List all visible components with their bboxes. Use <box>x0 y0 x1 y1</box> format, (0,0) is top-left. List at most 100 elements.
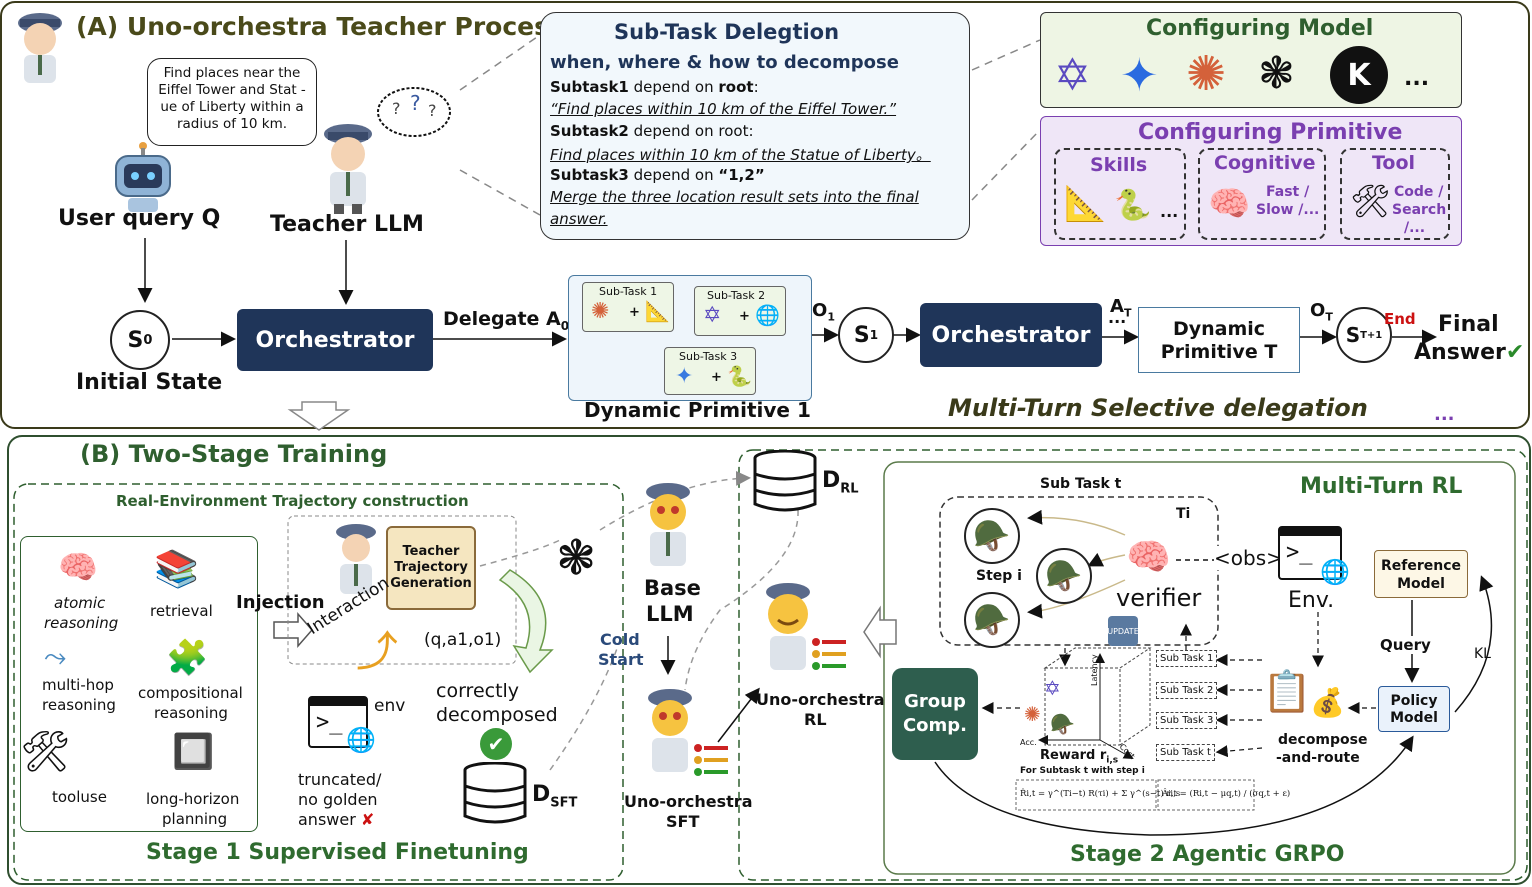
section-b-frame <box>7 435 1531 885</box>
python-skill-icon: 🐍 <box>1114 188 1152 223</box>
correctly-label-1: correctly <box>436 680 520 702</box>
tooluse-icon: 🛠 <box>20 729 71 775</box>
subtask3-card: Sub-Task 3 ✦ + 🐍 <box>664 347 756 395</box>
update-db-icon: UPDATE <box>1107 616 1139 646</box>
terminal-env-icon: >_ 🌐 <box>308 696 376 754</box>
sub-task-2-box: Sub Task 2 <box>1156 682 1218 699</box>
stage1-frame <box>13 483 624 881</box>
reward-note: For Subtask t with step i <box>1020 766 1145 776</box>
skill-atomic-1: atomic <box>54 594 106 612</box>
cross-icon: ✘ <box>360 810 375 829</box>
delegate-label: Delegate A0 <box>443 308 570 333</box>
uno-rl-2: RL <box>804 710 827 729</box>
skills-label: Skills <box>1090 154 1148 176</box>
decompose-label-2: -and-route <box>1276 750 1360 766</box>
skill-tooluse: tooluse <box>52 788 107 806</box>
policy-model-box: Policy Model <box>1378 686 1450 732</box>
truncated-1: truncated/ <box>298 770 382 789</box>
skills-panel <box>20 536 258 832</box>
drl-database-icon <box>752 450 818 512</box>
openai-icon: ❃ <box>556 530 597 586</box>
sub-task-3-box: Sub Task 3 <box>1156 712 1218 729</box>
verifier-label: verifier <box>1116 584 1202 612</box>
interaction-arrow-icon: ⤴ <box>356 627 399 676</box>
dynamic-primitive-t-box: Dynamic Primitive T <box>1138 307 1300 373</box>
ot-label: OT <box>1310 300 1333 324</box>
skills-more: ... <box>1160 202 1179 221</box>
skill-comp-1: compositional <box>138 684 243 702</box>
teacher-llm-label: Teacher LLM <box>270 212 424 237</box>
gemini-icon: ✦ <box>675 364 694 389</box>
drl-label: DRL <box>822 468 859 497</box>
dsft-label: DSFT <box>532 782 578 811</box>
delegation-subtitle: when, where & how to decompose <box>550 52 899 73</box>
knight-icon-3: 🪖 <box>964 592 1020 648</box>
teacher-traj-icon <box>328 520 384 600</box>
tool-box <box>1340 148 1450 240</box>
books-icon: 📚 <box>154 549 199 590</box>
uno-sft-1: Uno-orchestra <box>624 792 753 811</box>
query-label: Query <box>1380 636 1431 654</box>
truncated-3: answer ✘ <box>298 810 375 829</box>
obs-label: <obs> <box>1214 546 1283 570</box>
kimi-model-icon: K <box>1330 46 1388 104</box>
reward-knight-icon: 🪖 <box>1050 712 1075 736</box>
knight-icon-2: 🪖 <box>1036 548 1092 604</box>
puzzle-icon: 🧩 <box>166 638 209 678</box>
arrows-icon: ⤳ <box>44 640 67 673</box>
cognitive-box <box>1198 148 1326 240</box>
latency-axis-label: Latency <box>1090 654 1099 686</box>
uno-sft-2: SFT <box>666 812 700 831</box>
subtask3-line: Subtask3 depend on “1,2” <box>550 166 765 184</box>
skill-multihop-2: reasoning <box>42 696 116 714</box>
uno-sft-icon <box>638 684 734 780</box>
truncated-2: no golden <box>298 790 378 809</box>
subtask1-line: Subtask1 depend on root: <box>550 78 759 96</box>
subtask2-text: Find places within 10 km of the Statue o… <box>550 146 931 164</box>
thought-bubble-icon: ? ? ? <box>374 84 454 144</box>
ruler-icon: 📐 <box>1064 184 1107 224</box>
reward-label: Reward ri,s <box>1040 748 1119 766</box>
reward-claude-icon: ✺ <box>1024 702 1041 726</box>
config-model-title: Configuring Model <box>1146 16 1374 41</box>
kl-label: KL <box>1474 646 1491 662</box>
cold-start-2: Start <box>598 650 644 669</box>
formula-return: R̂i,t = γ^(Ti−t) R(τi) + Σ γ^(s−t) ri,s <box>1020 789 1181 799</box>
stage2-frame <box>738 449 1528 881</box>
teacher-avatar-icon <box>8 4 72 92</box>
uno-rl-1: Uno-orchestra <box>756 690 885 709</box>
tool-text-3: /... <box>1404 220 1426 236</box>
teacher-llm-icon <box>316 120 380 216</box>
subtask3-text-1: Merge the three location result sets int… <box>550 188 919 206</box>
dynamic-primitive-1-label: Dynamic Primitive 1 <box>584 398 811 422</box>
user-query-bubble: Find places near the Eiffel Tower and St… <box>147 58 317 146</box>
ruler-pencil-icon: 📐 <box>645 299 670 323</box>
skill-comp-2: reasoning <box>154 704 228 722</box>
sub-task-t-label: Sub Task t <box>1040 476 1122 492</box>
config-primitive-title: Configuring Primitive <box>1138 120 1403 145</box>
base-llm-icon <box>636 478 700 572</box>
user-query-label: User query Q <box>58 206 221 231</box>
end-label: End <box>1384 310 1416 328</box>
reference-model-box: Reference Model <box>1374 550 1468 598</box>
env-label: env <box>374 696 406 716</box>
tool-text-2: Search <box>1392 202 1447 218</box>
injection-label: Injection <box>236 592 325 613</box>
python-icon: 🐍 <box>727 364 752 388</box>
openai-model-icon: ❃ <box>1258 48 1295 99</box>
check-icon: ✔ <box>1505 340 1525 365</box>
subtask3-text-2: answer. <box>550 210 608 228</box>
delegation-box <box>540 12 970 240</box>
rl-frame <box>883 461 1516 875</box>
claude-icon: ✺ <box>591 299 610 324</box>
robot-user-icon <box>110 140 176 214</box>
subtask1-card: Sub-Task 1 ✺ + 📐 <box>582 282 674 332</box>
reward-qwen-icon: ✡ <box>1044 676 1061 700</box>
env-terminal-icon: >_ 🌐 <box>1278 526 1350 586</box>
subtask1-text: “Find places within 10 km of the Eiffel … <box>550 100 897 118</box>
skill-long-1: long-horizon <box>146 790 240 808</box>
delegation-title: Sub-Task Delegtion <box>614 20 840 44</box>
